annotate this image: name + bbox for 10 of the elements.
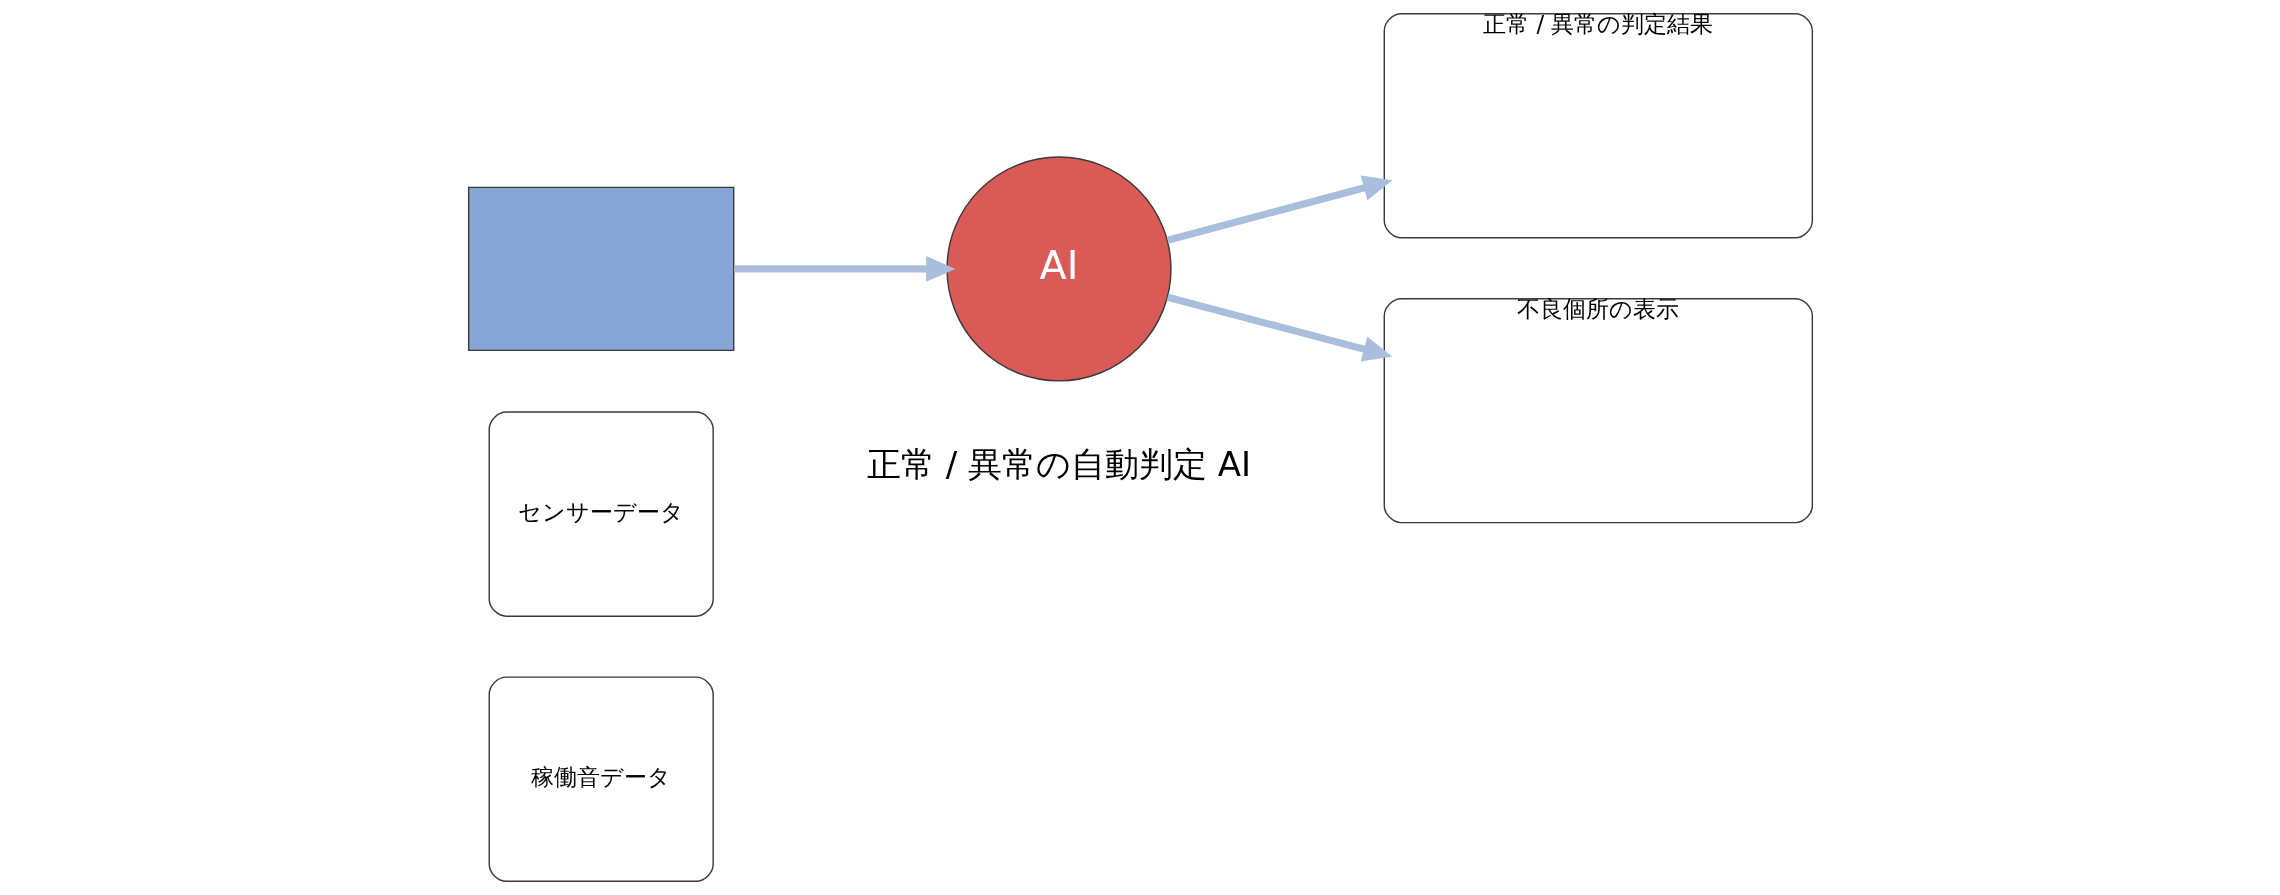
node-box — [467, 186, 734, 352]
arrow — [1166, 175, 1392, 244]
node-box: 稼働音データ — [488, 676, 714, 882]
node-box: 正常 / 異常の判定結果 — [1383, 13, 1813, 239]
node-label: 正常 / 異常の自動判定 AI — [866, 444, 1251, 485]
node-box: 不良個所の表示 — [1383, 297, 1813, 524]
arrow — [733, 256, 955, 282]
node-circle: AI — [945, 156, 1172, 382]
node-box: センサーデータ — [488, 411, 714, 617]
arrow — [1166, 293, 1392, 362]
